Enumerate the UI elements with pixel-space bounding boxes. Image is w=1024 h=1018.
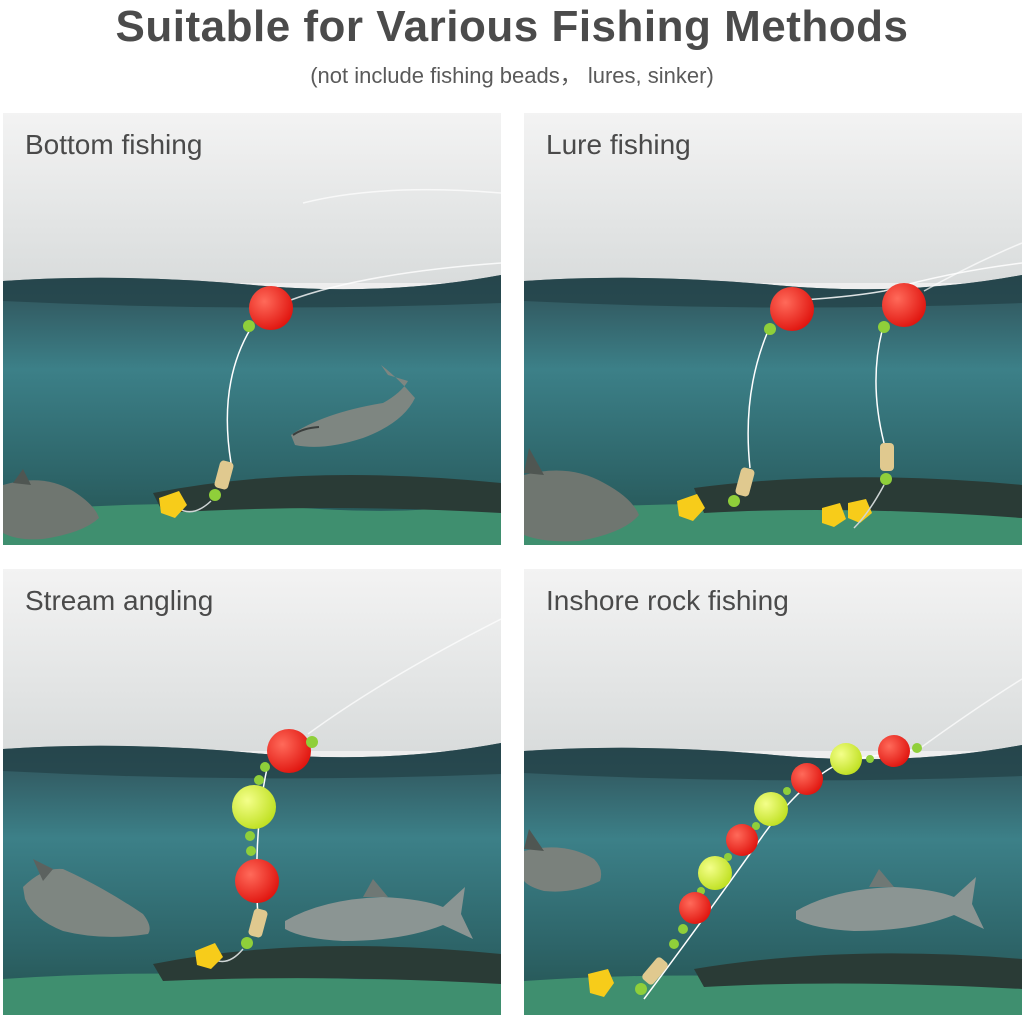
red-float-icon <box>791 763 823 795</box>
yellow-float-icon <box>232 785 276 829</box>
green-bead-icon <box>241 937 253 949</box>
corn-bait-icon <box>848 499 872 523</box>
green-bead-icon <box>783 787 791 795</box>
green-bead-icon <box>209 489 221 501</box>
green-bead-icon <box>245 831 255 841</box>
swivel-icon <box>214 460 234 490</box>
green-bead-icon <box>880 473 892 485</box>
yellow-float-icon <box>754 792 788 826</box>
page-title: Suitable for Various Fishing Methods <box>115 2 909 51</box>
green-bead-icon <box>635 983 647 995</box>
swivel-icon <box>880 443 894 471</box>
red-float-icon <box>235 859 279 903</box>
green-bead-icon <box>764 323 776 335</box>
green-bead-icon <box>728 495 740 507</box>
green-bead-icon <box>254 775 264 785</box>
yellow-float-icon <box>698 856 732 890</box>
red-float-icon <box>267 729 311 773</box>
red-float-icon <box>679 892 711 924</box>
green-bead-icon <box>678 924 688 934</box>
panel-stream-angling: Stream angling <box>3 569 501 1015</box>
corn-bait-icon <box>195 943 223 969</box>
fish-icon <box>285 879 473 941</box>
green-bead-icon <box>878 321 890 333</box>
corn-bait-icon <box>588 969 614 997</box>
panel-bottom-fishing: Bottom fishing <box>3 113 501 545</box>
fish-icon <box>524 829 602 892</box>
green-bead-icon <box>866 755 874 763</box>
red-float-icon <box>882 283 926 327</box>
green-bead-icon <box>752 822 760 830</box>
green-bead-icon <box>306 736 318 748</box>
red-float-icon <box>878 735 910 767</box>
green-bead-icon <box>260 762 270 772</box>
swivel-icon <box>248 908 268 938</box>
red-float-icon <box>770 287 814 331</box>
underwater-scene <box>524 113 1022 545</box>
green-bead-icon <box>669 939 679 949</box>
green-bead-icon <box>243 320 255 332</box>
panel-label: Lure fishing <box>546 129 691 160</box>
panel-lure-fishing: Lure fishing <box>524 113 1022 545</box>
panel-label: Inshore rock fishing <box>546 585 789 616</box>
swivel-icon <box>735 467 755 497</box>
fish-icon <box>3 469 99 540</box>
trout-icon <box>23 859 150 937</box>
red-float-icon <box>249 286 293 330</box>
swivel-icon <box>642 957 668 985</box>
trout-icon <box>291 365 415 447</box>
corn-bait-icon <box>822 503 846 527</box>
corn-bait-icon <box>159 491 187 518</box>
corn-bait-icon <box>677 494 705 521</box>
red-float-icon <box>726 824 758 856</box>
page-subtitle: (not include fishing beads， lures, sinke… <box>310 63 714 88</box>
yellow-float-icon <box>830 743 862 775</box>
green-bead-icon <box>724 853 732 861</box>
fish-icon <box>524 448 639 542</box>
underwater-scene <box>524 569 1022 1015</box>
panel-label: Bottom fishing <box>25 129 203 160</box>
fish-icon <box>796 869 984 931</box>
green-bead-icon <box>912 743 922 753</box>
panel-label: Stream angling <box>25 585 214 616</box>
underwater-scene <box>3 569 501 1015</box>
green-bead-icon <box>246 846 256 856</box>
underwater-scene <box>3 113 501 545</box>
panel-inshore-rock-fishing: Inshore rock fishing <box>524 569 1022 1015</box>
